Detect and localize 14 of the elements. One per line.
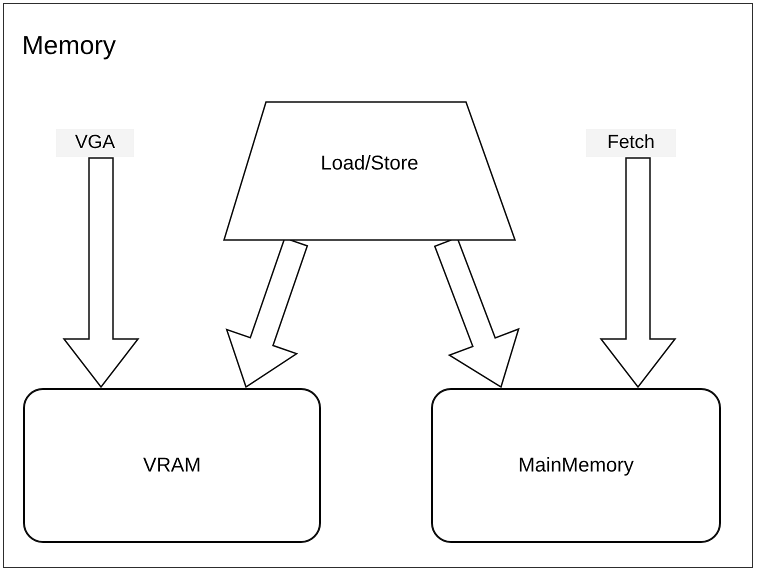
node-label: VRAM <box>143 454 201 477</box>
trapezoid-shape <box>223 101 516 241</box>
node-label: Fetch <box>607 132 655 154</box>
node-label: Load/Store <box>320 152 418 176</box>
block-arrow <box>62 157 140 388</box>
frame-box <box>3 3 753 568</box>
rounded-box <box>23 388 321 543</box>
rounded-box <box>431 388 721 543</box>
node-label: MainMemory <box>518 454 634 477</box>
block-arrow <box>599 157 677 388</box>
node-label: VGA <box>74 132 116 154</box>
frame-label: Memory <box>22 30 116 61</box>
text-label <box>56 129 134 157</box>
text-label <box>586 129 676 157</box>
